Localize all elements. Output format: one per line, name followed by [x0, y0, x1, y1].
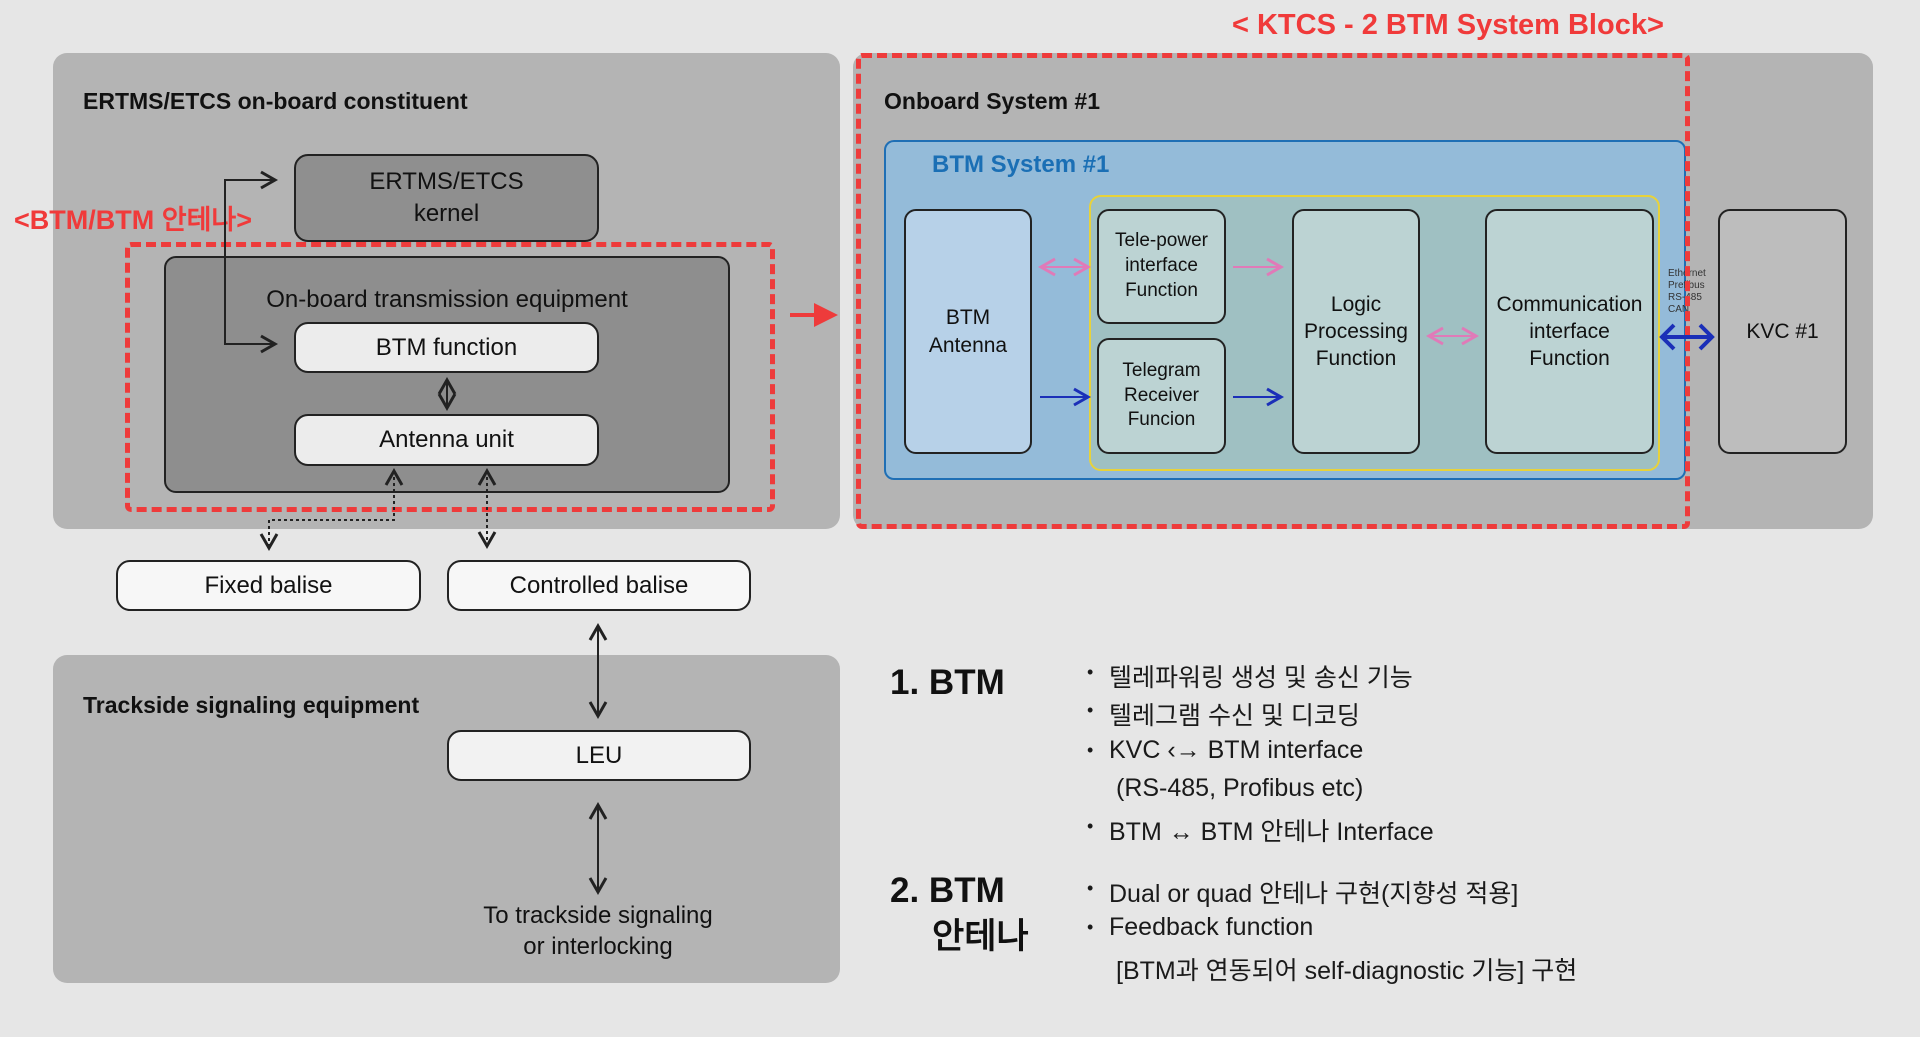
btm-antenna-label: <BTM/BTM 안테나> [14, 205, 253, 235]
kernel-label: ERTMS/ETCS kernel [369, 167, 524, 227]
protocol-can: CAN [1668, 304, 1690, 315]
to-trackside-line2: or interlocking [523, 933, 673, 960]
btm-system-title: BTM System #1 [932, 151, 1110, 178]
note-item: •Feedback function [1087, 913, 1314, 941]
ktcs-dashed-box [856, 53, 1690, 529]
leu-box: LEU [447, 730, 751, 781]
note-heading-2-line1: 2. BTM [890, 871, 1005, 910]
note-text: 텔레그램 수신 및 디코딩 [1109, 702, 1360, 730]
note-text: BTM ↔ BTM 안테나 Interface [1109, 818, 1434, 846]
logic-processing-box: Logic Processing Function [1292, 209, 1420, 454]
note-item: •텔레파워링 생성 및 송신 기능 [1087, 662, 1413, 692]
fixed-balise-box: Fixed balise [116, 560, 421, 611]
comm-kvc-arrow [1659, 323, 1715, 351]
ktcs-title: < KTCS - 2 BTM System Block> [1232, 9, 1664, 41]
note-heading-2-line2: 안테나 [932, 916, 1029, 956]
btm-function-box: BTM function [294, 322, 599, 373]
kernel-box: ERTMS/ETCS kernel [294, 154, 599, 242]
note-item: •BTM ↔ BTM 안테나 Interface [1087, 816, 1434, 846]
kvc-box: KVC #1 [1718, 209, 1847, 454]
note-item-continued: (RS-485, Profibus etc) [1116, 774, 1363, 803]
note-heading-1: 1. BTM [890, 663, 1005, 702]
note-item: •텔레그램 수신 및 디코딩 [1087, 700, 1360, 730]
antenna-unit-box: Antenna unit [294, 414, 599, 466]
trackside-panel [53, 655, 840, 983]
note-text: KVC ‹→ BTM interface [1109, 736, 1364, 764]
fixed-balise-dotted-arrow [259, 467, 404, 552]
kernel-bracket-arrow [224, 170, 279, 354]
btm-highlight-dashed-box [125, 242, 775, 512]
transmission-equipment-title: On-board transmission equipment [266, 286, 628, 313]
note-heading-2: 2. BTM 안테나 [890, 868, 1029, 959]
onboard-system-title: Onboard System #1 [884, 88, 1101, 114]
note-text: (RS-485, Profibus etc) [1116, 774, 1364, 802]
note-item: •Dual or quad 안테나 구현(지향성 적용] [1087, 878, 1519, 908]
onboard-constituent-title: ERTMS/ETCS on-board constituent [83, 88, 468, 114]
protocol-rs485: RS-485 [1668, 292, 1702, 303]
communication-interface-box: Communication interface Function [1485, 209, 1654, 454]
trackside-title: Trackside signaling equipment [83, 692, 420, 718]
btm-antenna-box: BTM Antenna [904, 209, 1032, 454]
controlled-balise-box: Controlled balise [447, 560, 751, 611]
note-text: 텔레파워링 생성 및 송신 기능 [1109, 664, 1413, 692]
note-text: Dual or quad 안테나 구현(지향성 적용] [1109, 880, 1519, 908]
telegram-receiver-box: Telegram Receiver Funcion [1097, 338, 1226, 454]
note-text: Feedback function [1109, 913, 1314, 941]
to-trackside-line1: To trackside signaling [483, 902, 713, 929]
note-item: •KVC ‹→ BTM interface [1087, 736, 1364, 764]
note-item-continued: [BTM과 연동되어 self-diagnostic 기능] 구현 [1116, 951, 1577, 987]
note-text: [BTM과 연동되어 self-diagnostic 기능] 구현 [1116, 957, 1578, 985]
tele-power-box: Tele-power interface Function [1097, 209, 1226, 324]
to-trackside-text: To trackside signaling or interlocking [420, 900, 776, 962]
